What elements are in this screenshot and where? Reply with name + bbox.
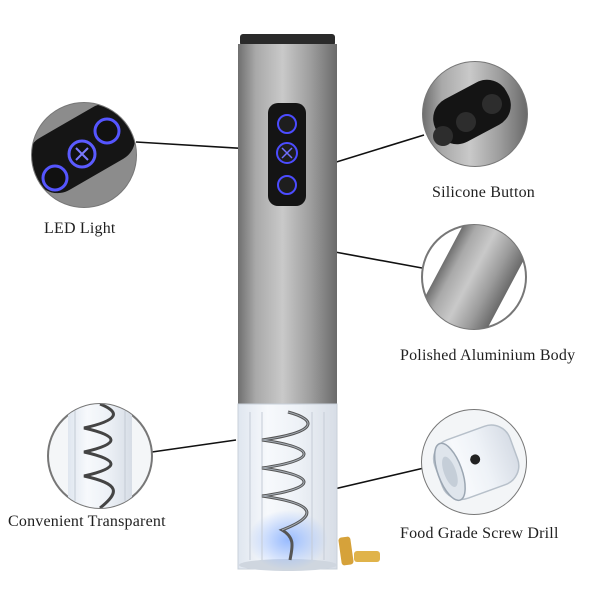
silicone-button-label: Silicone Button — [432, 184, 535, 201]
silicone-button-detail — [422, 61, 528, 167]
transparent-section-label: Convenient Transparent — [8, 513, 166, 530]
led-light-label: LED Light — [44, 220, 116, 237]
aluminium-body-detail — [421, 224, 527, 330]
led-light-detail — [31, 102, 137, 208]
corkscrew-device — [237, 34, 380, 571]
screw-drill-detail — [421, 409, 527, 515]
screw-drill-label: Food Grade Screw Drill — [400, 525, 559, 542]
aluminium-body-label: Polished Aluminium Body — [400, 347, 576, 364]
transparent-section-detail — [47, 403, 153, 509]
